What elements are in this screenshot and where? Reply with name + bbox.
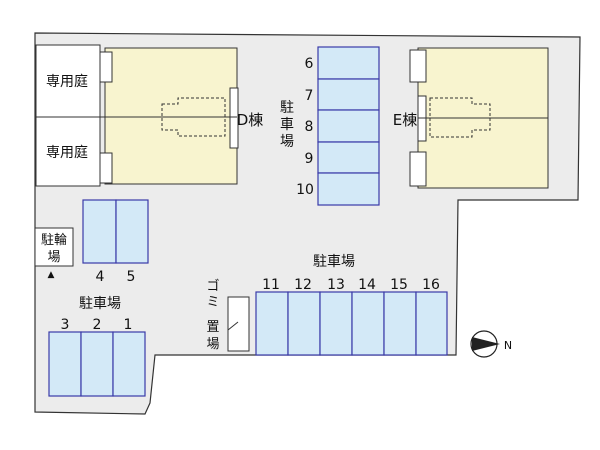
space-number-10: 10 xyxy=(296,182,314,198)
parking-title-left: 駐車場 xyxy=(79,295,121,312)
parking-space-16 xyxy=(415,291,448,356)
garbage-area: ゴ ミ 置 場 xyxy=(206,278,250,352)
bicycle-label-1: 駐輪 xyxy=(41,232,67,248)
parking-space-3 xyxy=(48,331,82,397)
parking-left-row: 駐車場 3 2 1 xyxy=(48,295,146,397)
space-number-9: 9 xyxy=(305,151,314,167)
parking-space-8 xyxy=(317,109,380,143)
bicycle-entrance-arrow: ▲ xyxy=(48,270,55,280)
garbage-label-2: ミ xyxy=(206,295,219,310)
parking-title-lower: 駐車場 xyxy=(313,253,355,270)
compass-north-label: N xyxy=(504,339,512,352)
space-number-5: 5 xyxy=(127,269,136,285)
parking-space-14 xyxy=(351,291,385,356)
parking-space-7 xyxy=(317,78,380,111)
garbage-label-4: 場 xyxy=(206,337,219,352)
garden-bottom-label: 専用庭 xyxy=(46,144,88,161)
parking-pair-45: 4 5 xyxy=(82,199,149,285)
space-number-6: 6 xyxy=(305,56,314,72)
bicycle-parking: 駐輪 場 ▲ xyxy=(34,227,74,280)
space-number-12: 12 xyxy=(294,277,312,293)
parking-space-5 xyxy=(115,199,149,264)
private-garden-bottom: 専用庭 xyxy=(35,116,101,187)
parking-space-2 xyxy=(80,331,114,397)
space-number-11: 11 xyxy=(262,277,280,293)
parking-space-4 xyxy=(82,199,117,264)
parking-space-11 xyxy=(255,291,289,356)
space-number-7: 7 xyxy=(305,88,314,104)
building-d: D棟 xyxy=(99,47,264,185)
building-e-label: E棟 xyxy=(393,111,417,129)
space-number-16: 16 xyxy=(422,277,440,293)
parking-space-9 xyxy=(317,141,380,174)
space-number-13: 13 xyxy=(327,277,345,293)
bicycle-label-2: 場 xyxy=(47,250,60,265)
private-garden-top: 専用庭 xyxy=(35,44,101,118)
parking-title-center-2: 車 xyxy=(280,116,294,133)
space-number-15: 15 xyxy=(390,277,408,293)
garbage-label-1: ゴ xyxy=(206,278,219,294)
garden-top-label: 専用庭 xyxy=(46,73,88,90)
parking-space-10 xyxy=(317,172,380,206)
space-number-14: 14 xyxy=(358,277,376,293)
space-number-8: 8 xyxy=(305,119,314,135)
parking-space-13 xyxy=(319,291,353,356)
parking-space-1 xyxy=(112,331,146,397)
space-number-2: 2 xyxy=(93,317,102,333)
parking-center-column: 6 7 8 9 10 駐 車 場 xyxy=(280,46,380,206)
building-d-label: D棟 xyxy=(237,111,264,129)
parking-space-6 xyxy=(317,46,380,80)
space-number-3: 3 xyxy=(61,317,70,333)
compass-icon: N xyxy=(470,330,512,358)
parking-title-center-1: 駐 xyxy=(280,100,294,116)
parking-space-12 xyxy=(287,291,321,356)
parking-bottom-row: 駐車場 11 12 13 14 15 16 xyxy=(255,253,448,356)
space-number-4: 4 xyxy=(96,269,105,285)
parking-space-15 xyxy=(383,291,417,356)
building-e: E棟 xyxy=(393,47,549,189)
space-number-1: 1 xyxy=(124,317,133,333)
parking-title-center-3: 場 xyxy=(280,134,294,150)
garbage-label-3: 置 xyxy=(206,320,219,335)
